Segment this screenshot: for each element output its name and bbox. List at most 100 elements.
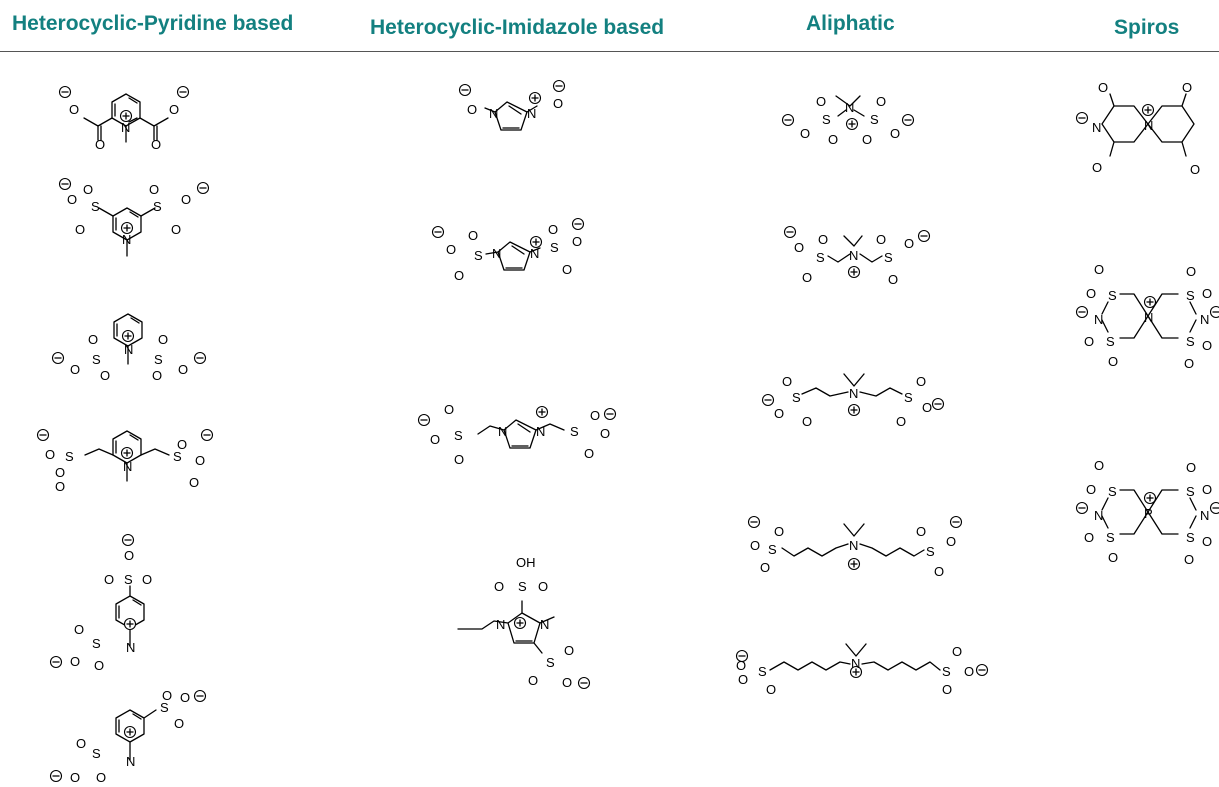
atom-O: O	[946, 534, 956, 549]
atom-O: O	[1202, 534, 1212, 549]
atom-O: O	[562, 675, 572, 690]
atom-S: S	[91, 199, 100, 214]
atom-O: O	[1184, 552, 1194, 567]
atom-N: N	[851, 656, 860, 671]
atom-O: O	[1098, 80, 1108, 95]
atom-O: O	[75, 222, 85, 237]
atom-S: S	[1186, 334, 1195, 349]
structure-ammonium-bis-butylsulfonate: N S O O O S O O O	[735, 643, 989, 697]
atom-O: O	[942, 682, 952, 697]
atom-O: O	[454, 452, 464, 467]
atom-S: S	[1106, 530, 1115, 545]
atom-O: O	[88, 332, 98, 347]
atom-S: S	[92, 636, 101, 651]
atom-O: O	[922, 400, 932, 415]
atom-S: S	[816, 250, 825, 265]
atom-O: O	[562, 262, 572, 277]
column-title-aliphatic: Aliphatic	[806, 12, 895, 35]
atom-S: S	[160, 700, 169, 715]
atom-S: S	[768, 542, 777, 557]
atom-O: O	[1086, 286, 1096, 301]
atom-O: O	[1182, 80, 1192, 95]
atom-O: O	[1084, 530, 1094, 545]
atom-S: S	[518, 579, 527, 594]
atom-O: O	[468, 228, 478, 243]
atom-S: S	[1186, 530, 1195, 545]
atom-N: N	[530, 246, 539, 261]
atom-O: O	[142, 572, 152, 587]
atom-O: O	[828, 132, 838, 147]
atom-N: N	[126, 754, 135, 769]
atom-O: O	[934, 564, 944, 579]
column-title-imidazole: Heterocyclic-Imidazole based	[370, 16, 665, 39]
atom-O: O	[180, 690, 190, 705]
structure-ammonium-disulfonate: N S O O O S O O O	[781, 94, 915, 147]
atom-O: O	[1190, 162, 1200, 177]
atom-O: O	[174, 716, 184, 731]
atom-S: S	[92, 352, 101, 367]
atom-O: O	[564, 643, 574, 658]
atom-O: O	[916, 524, 926, 539]
atom-O: O	[1108, 354, 1118, 369]
atom-S: S	[546, 655, 555, 670]
structure-pyridinium-35-disulfonate: S O O O S O O O N	[58, 177, 210, 257]
atom-N: N	[849, 248, 858, 263]
atom-N: N	[123, 459, 132, 474]
atom-O: O	[169, 102, 179, 117]
atom-N: N	[1144, 310, 1153, 325]
atom-O: O	[162, 688, 172, 703]
atom-O: O	[94, 658, 104, 673]
atom-O: O	[584, 446, 594, 461]
atom-S: S	[822, 112, 831, 127]
atom-O: O	[1186, 264, 1196, 279]
atom-O: O	[538, 579, 548, 594]
structure-imidazolium-bis-methylsulfonate: S O O O N N S O O O	[417, 402, 617, 467]
atom-S: S	[926, 544, 935, 559]
atom-N: N	[1094, 312, 1103, 327]
atom-O: O	[70, 654, 80, 669]
atom-O: O	[55, 465, 65, 480]
atom-P: P	[1144, 506, 1153, 521]
atom-O: O	[1184, 356, 1194, 371]
atom-N: N	[540, 617, 549, 632]
atom-O: O	[1202, 286, 1212, 301]
atom-OH: OH	[516, 555, 536, 570]
atom-S: S	[454, 428, 463, 443]
atom-O: O	[1186, 460, 1196, 475]
atom-O: O	[1086, 482, 1096, 497]
atom-S: S	[1186, 288, 1195, 303]
atom-O: O	[818, 232, 828, 247]
structure-ammonium-bis-ethylsulfonate: N S O O O S O O O	[761, 373, 945, 429]
atom-O: O	[1094, 262, 1104, 277]
atom-S: S	[904, 390, 913, 405]
atom-O: O	[1084, 334, 1094, 349]
structure-spiro-p-thiadiazinium: O O S N O S O P O S O N S O O	[1075, 458, 1219, 567]
atom-N: N	[1200, 508, 1209, 523]
atom-O: O	[766, 682, 776, 697]
atom-O: O	[158, 332, 168, 347]
structure-pyridinium-dicarboxylate: O O N O O	[58, 85, 190, 152]
atom-N: N	[1092, 120, 1101, 135]
atom-N: N	[498, 424, 507, 439]
atom-S: S	[154, 352, 163, 367]
atom-O: O	[444, 402, 454, 417]
column-title-spiros: Spiros	[1114, 16, 1180, 39]
atom-O: O	[548, 222, 558, 237]
atom-O: O	[572, 234, 582, 249]
atom-N: N	[124, 342, 133, 357]
atom-O: O	[964, 664, 974, 679]
atom-O: O	[171, 222, 181, 237]
atom-O: O	[952, 644, 962, 659]
header-divider	[0, 51, 1219, 52]
structure-pyridinium-26-disulfonate: S O O O S O O O N	[51, 313, 207, 383]
atom-O: O	[888, 272, 898, 287]
atom-O: O	[1092, 160, 1102, 175]
atom-N: N	[845, 100, 854, 115]
atom-O: O	[100, 368, 110, 383]
atom-S: S	[474, 248, 483, 263]
atom-O: O	[96, 770, 106, 785]
structure-pyridinium-bis-methylsulfonate: S O O O S O O O N	[36, 428, 214, 494]
atom-O: O	[774, 524, 784, 539]
atom-O: O	[816, 94, 826, 109]
atom-S: S	[65, 449, 74, 464]
